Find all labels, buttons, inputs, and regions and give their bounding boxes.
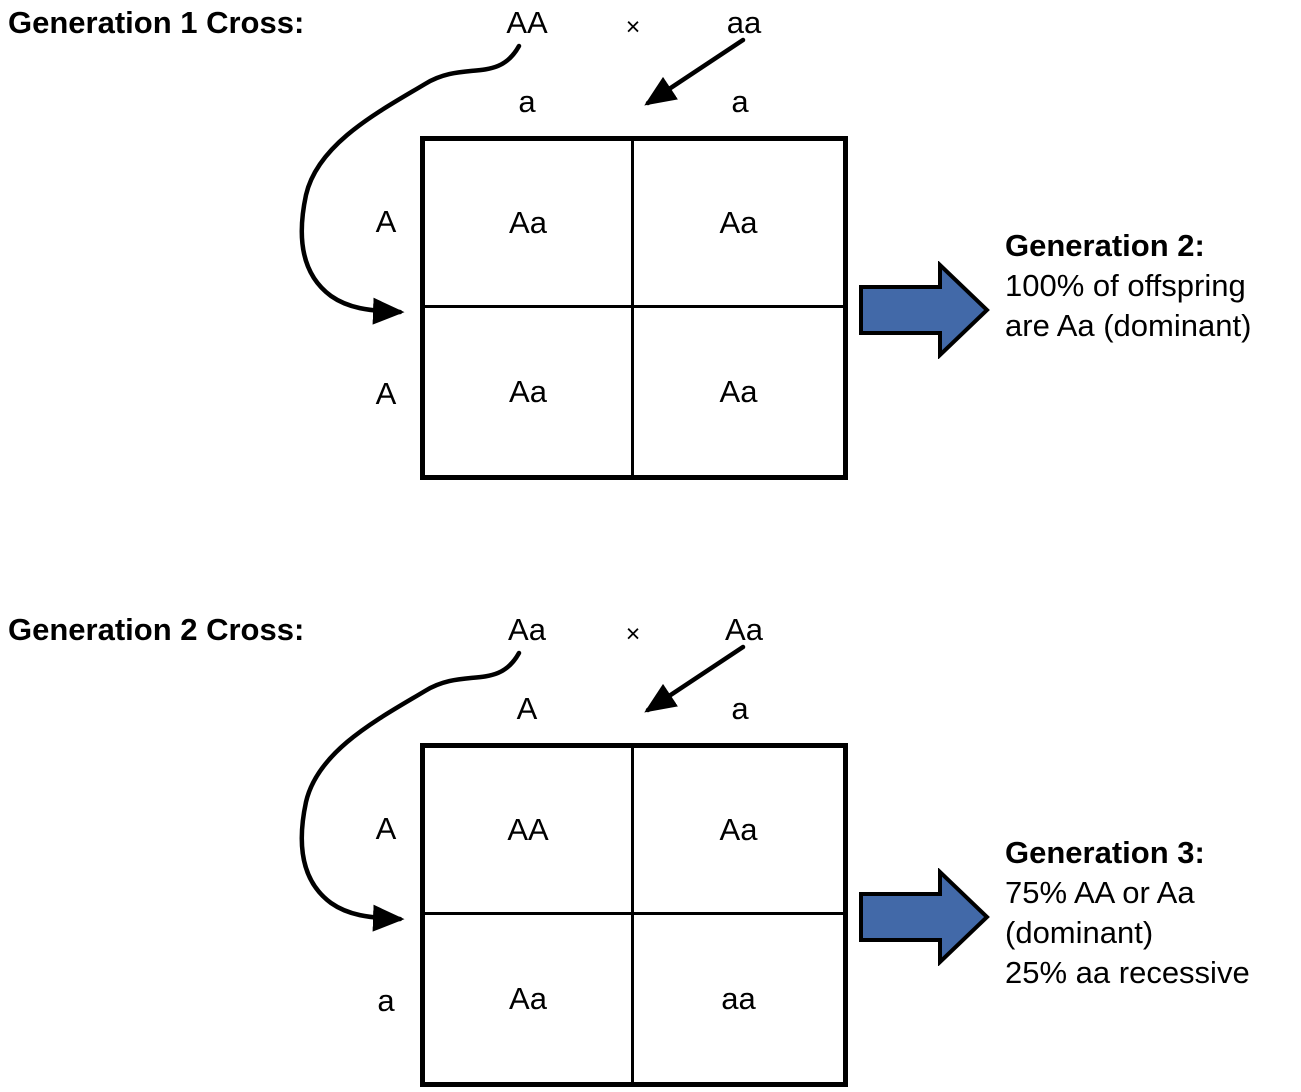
parent-genotype-1: AA [506, 5, 548, 40]
block-arrow-icon [859, 261, 990, 359]
punnett-cell: aa [721, 980, 756, 1016]
punnett-square: AA Aa Aa aa [420, 743, 848, 1087]
result-text: Generation 3: 75% AA or Aa (dominant) 25… [1005, 833, 1250, 993]
result-text: Generation 2: 100% of offspring are Aa (… [1005, 226, 1251, 346]
section-title: Generation 1 Cross: [8, 5, 305, 40]
result-line: 75% AA or Aa [1005, 875, 1195, 910]
row-allele-header: a [377, 983, 395, 1018]
parent-genotype-2: aa [726, 5, 762, 40]
column-allele-header: a [731, 84, 749, 119]
cross-symbol: × [625, 13, 641, 41]
cross-symbol: × [625, 620, 641, 648]
section-title: Generation 2 Cross: [8, 612, 305, 647]
punnett-square: Aa Aa Aa Aa [420, 136, 848, 480]
punnett-cell: Aa [634, 141, 843, 308]
row-allele-header: A [375, 811, 397, 846]
result-line: are Aa (dominant) [1005, 308, 1252, 343]
row-allele-header: A [375, 376, 397, 411]
parent-genotype-1: Aa [508, 612, 546, 647]
generation-1-cross-section: Generation 1 Cross: AA × aa a a A A Aa A… [0, 0, 1301, 490]
result-line: 25% aa recessive [1005, 955, 1250, 990]
result-line: 100% of offspring [1005, 268, 1246, 303]
punnett-cell: Aa [425, 915, 634, 1082]
result-title: Generation 2: [1005, 228, 1205, 263]
punnett-cell: Aa [425, 308, 634, 475]
result-title: Generation 3: [1005, 835, 1205, 870]
punnett-cell: Aa [719, 373, 758, 409]
row-allele-header: A [375, 204, 397, 239]
block-arrow-icon [859, 868, 990, 966]
column-allele-header: a [731, 691, 749, 726]
generation-2-cross-section: Generation 2 Cross: Aa × Aa A a A a AA A… [0, 607, 1301, 1092]
punnett-cell: Aa [634, 748, 843, 915]
parent-genotype-2: Aa [725, 612, 763, 647]
punnett-cell: AA [425, 748, 634, 915]
column-allele-header: a [518, 84, 536, 119]
result-line: (dominant) [1005, 915, 1154, 950]
punnett-cell: Aa [425, 141, 634, 308]
column-allele-header: A [516, 691, 538, 726]
